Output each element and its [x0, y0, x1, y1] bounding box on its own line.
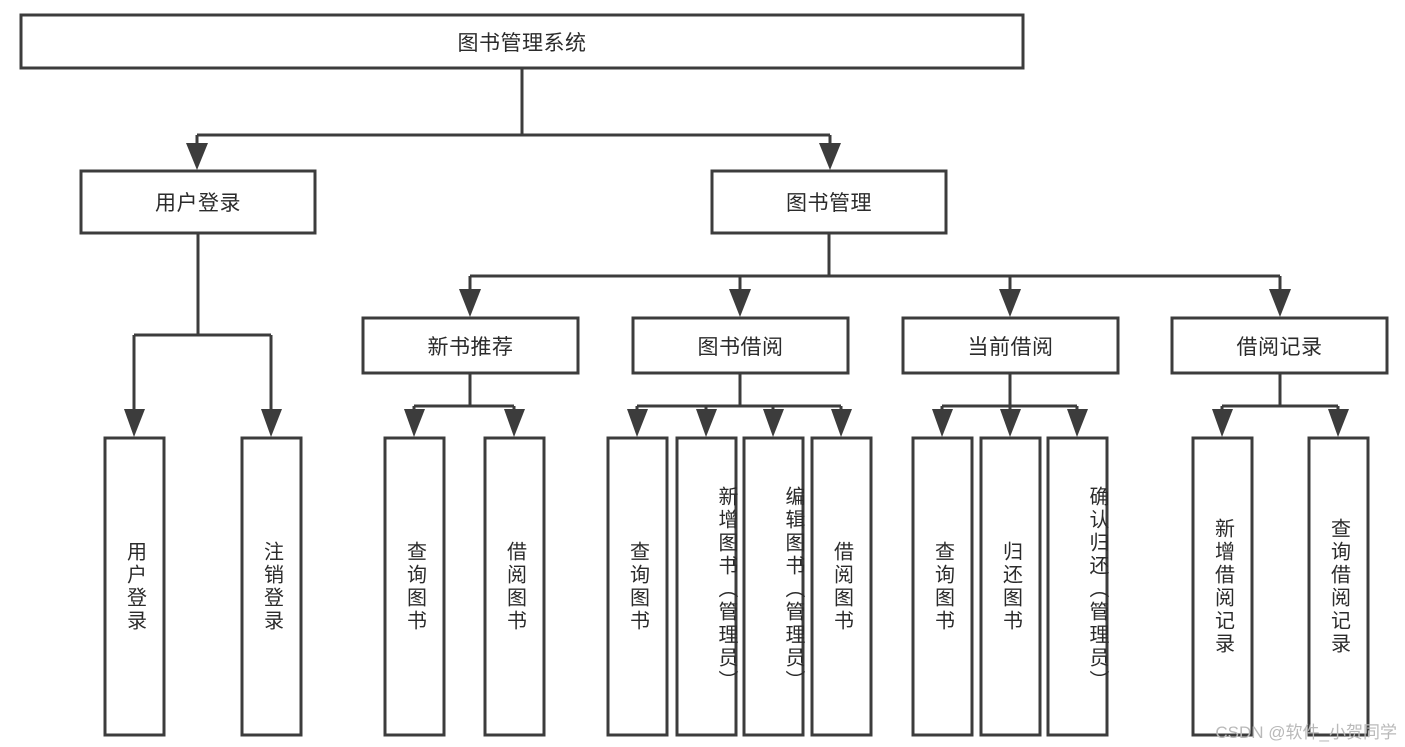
level1-node-box-book-manage[interactable] — [710, 169, 948, 235]
arrowhead-leaf-borrow-record-2 — [1328, 409, 1349, 437]
leaf-node-box-borrow-record-1[interactable] — [1191, 436, 1254, 737]
arrowhead-borrow-record — [1269, 289, 1291, 317]
arrowhead-leaf-current-borrow-2 — [1000, 409, 1021, 437]
arrowhead-user-login — [186, 143, 208, 170]
arrowhead-leaf-user-login-2 — [261, 409, 282, 437]
leaf-node-box-user-login-2[interactable] — [240, 436, 303, 737]
level2-node-box-book-borrow[interactable] — [631, 316, 850, 375]
leaf-node-box-new-book-2[interactable] — [483, 436, 546, 737]
leaf-node-box-current-borrow-1[interactable] — [911, 436, 974, 737]
arrowhead-leaf-user-login-1 — [124, 409, 145, 437]
level1-node-box-user-login[interactable] — [79, 169, 317, 235]
arrowhead-new-book — [459, 289, 481, 317]
arrowhead-leaf-book-borrow-4 — [831, 409, 852, 437]
leaf-node-box-user-login-1[interactable] — [103, 436, 166, 737]
level2-node-box-borrow-record[interactable] — [1170, 316, 1389, 375]
arrowhead-leaf-current-borrow-1 — [932, 409, 953, 437]
arrowhead-leaf-book-borrow-2 — [696, 409, 717, 437]
arrowhead-leaf-book-borrow-1 — [627, 409, 648, 437]
leaf-node-box-borrow-record-2[interactable] — [1307, 436, 1370, 737]
arrowhead-current-borrow — [999, 289, 1021, 317]
arrowhead-leaf-new-book-1 — [404, 409, 425, 437]
level2-node-box-new-book[interactable] — [361, 316, 580, 375]
arrowhead-leaf-new-book-2 — [504, 409, 525, 437]
root-node-box[interactable] — [19, 13, 1025, 70]
leaf-node-box-new-book-1[interactable] — [383, 436, 446, 737]
arrowhead-book-borrow — [729, 289, 751, 317]
arrowhead-leaf-current-borrow-3 — [1067, 409, 1088, 437]
leaf-node-box-current-borrow-2[interactable] — [979, 436, 1042, 737]
leaf-node-box-book-borrow-3[interactable] — [742, 436, 805, 737]
level2-node-box-current-borrow[interactable] — [901, 316, 1120, 375]
leaf-node-box-book-borrow-4[interactable] — [810, 436, 873, 737]
leaf-node-box-book-borrow-2[interactable] — [675, 436, 738, 737]
arrowhead-leaf-borrow-record-1 — [1212, 409, 1233, 437]
leaf-node-box-current-borrow-3[interactable] — [1046, 436, 1109, 737]
arrowhead-book-manage — [819, 143, 841, 170]
leaf-node-box-book-borrow-1[interactable] — [606, 436, 669, 737]
arrowhead-leaf-book-borrow-3 — [763, 409, 784, 437]
